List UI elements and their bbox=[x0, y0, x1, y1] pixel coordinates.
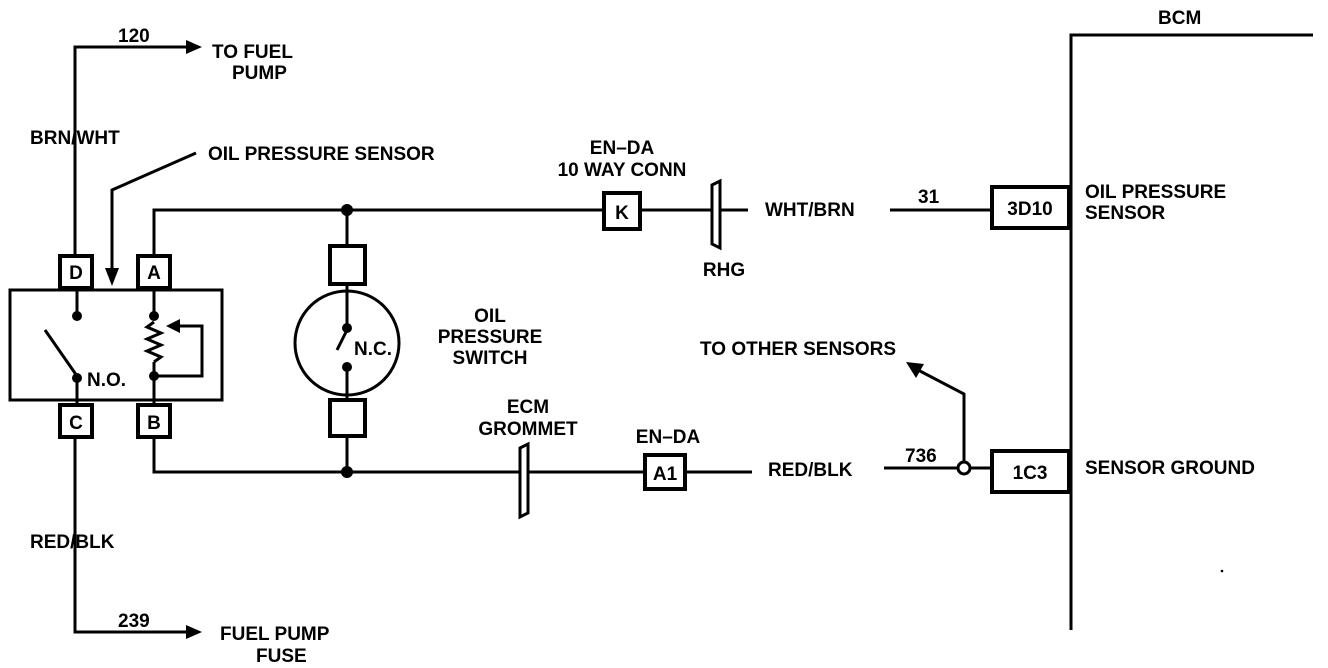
other-sensors-arrow-icon bbox=[906, 362, 924, 378]
oil-pressure-switch: N.C. OIL PRESSURE SWITCH bbox=[293, 210, 543, 472]
signal-wire-left bbox=[152, 208, 604, 256]
bcm-label-oil-line1: OIL PRESSURE bbox=[1085, 182, 1226, 203]
grommet-label-line2: GROMMET bbox=[478, 419, 578, 440]
other-sensors-wire bbox=[917, 368, 966, 462]
switch-label-line2: PRESSURE bbox=[438, 327, 543, 348]
signal-conn-pin-box bbox=[602, 191, 642, 231]
fuel-pump-wire bbox=[73, 45, 186, 258]
ground-splice-point bbox=[956, 460, 972, 476]
switch-contact-top bbox=[342, 323, 352, 333]
sensor-pin-c: C bbox=[69, 413, 83, 434]
signal-conn-pin: K bbox=[615, 203, 629, 224]
switch-terminal-bottom bbox=[328, 398, 367, 438]
switch-blade bbox=[335, 329, 349, 351]
switch-nc-label: N.C. bbox=[354, 339, 392, 360]
sensor-pin-b: B bbox=[147, 413, 161, 434]
signal-circuit: 31 bbox=[918, 187, 940, 208]
fuel-pump-feed: 120 TO FUEL PUMP BRN/WHT bbox=[30, 26, 293, 258]
sensor-callout-leader bbox=[110, 151, 197, 270]
fuel-pump-arrow-icon bbox=[186, 40, 202, 54]
bcm-module: BCM 3D10 1C3 OIL PRESSURE SENSOR SENSOR … bbox=[990, 8, 1313, 630]
switch-label-line1: OIL bbox=[474, 306, 506, 327]
fuse-label-line2: FUSE bbox=[256, 646, 307, 667]
sensor-pin-c-box bbox=[58, 403, 94, 439]
rhg-label: RHG bbox=[703, 260, 745, 281]
sensor-callout: OIL PRESSURE SENSOR bbox=[105, 144, 435, 286]
ground-conn-pin: A1 bbox=[653, 464, 678, 485]
switch-terminal-top bbox=[328, 244, 367, 286]
rheostat-wiper-loop bbox=[157, 324, 204, 378]
signal-path: K EN–DA 10 WAY CONN RHG WHT/BRN 31 bbox=[152, 138, 992, 281]
ground-circuit: 736 bbox=[905, 446, 937, 467]
sensor-pin-a: A bbox=[147, 263, 161, 284]
fuse-arrow-icon bbox=[186, 625, 202, 639]
sensor-callout-label: OIL PRESSURE SENSOR bbox=[208, 144, 435, 165]
signal-conn-label-line1: EN–DA bbox=[590, 138, 655, 159]
signal-conn-label-line2: 10 WAY CONN bbox=[558, 160, 687, 181]
ground-splice-node bbox=[341, 466, 353, 478]
no-switch-blade bbox=[43, 329, 79, 377]
ground-wire-color: RED/BLK bbox=[768, 460, 853, 481]
fuse-wire-color: RED/BLK bbox=[30, 532, 115, 553]
switch-label-line3: SWITCH bbox=[453, 348, 528, 369]
grommet-label-line1: ECM bbox=[507, 397, 549, 418]
sensor-callout-arrow-icon bbox=[105, 268, 119, 286]
oil-pressure-sensor: D A C B N.O. bbox=[8, 254, 224, 439]
sensor-pin-d-box bbox=[58, 254, 94, 290]
stray-dot bbox=[1220, 569, 1224, 573]
bcm-pin-oil: 3D10 bbox=[1007, 199, 1052, 220]
rhg-grommet-icon bbox=[710, 178, 722, 251]
switch-contact-bottom bbox=[342, 362, 352, 372]
fuse-circuit: 239 bbox=[118, 611, 150, 632]
other-sensors-label: TO OTHER SENSORS bbox=[700, 339, 896, 360]
fuel-pump-wire-color: BRN/WHT bbox=[30, 128, 120, 149]
sensor-pin-b-box bbox=[136, 403, 172, 439]
ground-path: ECM GROMMET A1 EN–DA RED/BLK 736 TO OTHE… bbox=[152, 339, 992, 520]
bcm-pin-ground: 1C3 bbox=[1013, 463, 1048, 484]
fuel-pump-label-line2: PUMP bbox=[232, 63, 287, 84]
bcm-label-oil-line2: SENSOR bbox=[1085, 203, 1166, 224]
no-switch-label: N.O. bbox=[87, 370, 126, 391]
bcm-title: BCM bbox=[1158, 8, 1201, 29]
bcm-border bbox=[1069, 33, 1313, 630]
signal-wire-color: WHT/BRN bbox=[765, 200, 855, 221]
fuse-label-line1: FUEL PUMP bbox=[220, 624, 330, 645]
bcm-label-ground: SENSOR GROUND bbox=[1085, 458, 1255, 479]
sensor-body bbox=[8, 288, 224, 402]
rheostat-wiper-arrow-icon bbox=[166, 319, 180, 333]
fuse-wire bbox=[73, 438, 186, 634]
fuel-pump-label-line1: TO FUEL bbox=[212, 42, 293, 63]
bcm-pin-oil-box bbox=[990, 185, 1071, 230]
ground-wire-left bbox=[152, 438, 520, 474]
rheostat-node-top bbox=[149, 311, 159, 321]
fuse-feed: RED/BLK 239 FUEL PUMP FUSE bbox=[30, 438, 330, 667]
rheostat-resistor-icon bbox=[143, 320, 165, 364]
no-switch-contact-top bbox=[72, 311, 82, 321]
fuel-pump-circuit: 120 bbox=[118, 26, 150, 47]
ecm-grommet-icon bbox=[518, 441, 530, 520]
bcm-pin-ground-box bbox=[990, 449, 1071, 494]
sensor-pin-d: D bbox=[69, 263, 83, 284]
ground-conn-label: EN–DA bbox=[636, 427, 701, 448]
